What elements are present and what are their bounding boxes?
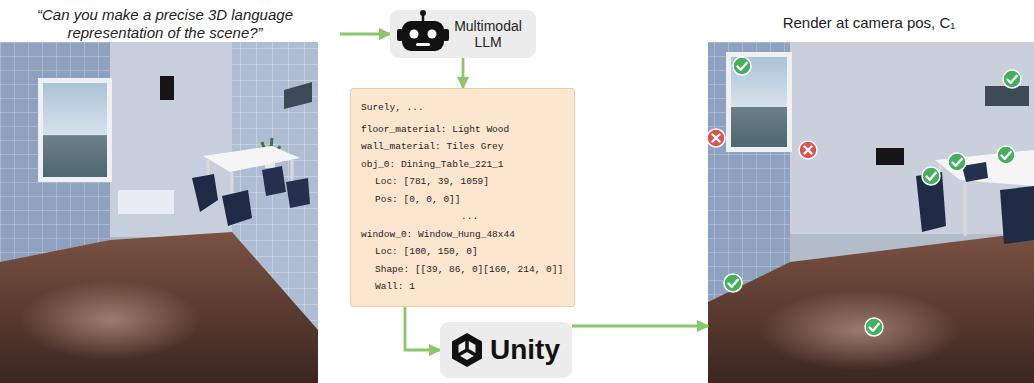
- scene-render: [0, 42, 318, 383]
- flow-arrow: [462, 58, 465, 88]
- check-mark: [865, 318, 883, 336]
- chair: [262, 166, 286, 196]
- table-top: [203, 146, 300, 172]
- chair: [286, 178, 310, 208]
- floor-reflection: [20, 280, 200, 360]
- floor: [708, 232, 1034, 383]
- cross-mark: [799, 141, 817, 159]
- code-line: Loc: [781, 39, 1059]: [361, 173, 564, 191]
- tv: [876, 148, 904, 165]
- floor: [0, 232, 318, 383]
- tiled-wall: [708, 42, 790, 302]
- unity-box: Unity: [440, 322, 572, 378]
- scene-image-panel: “Can you make a precise 3D language repr…: [0, 4, 340, 383]
- tv: [160, 76, 174, 100]
- table-top: [935, 150, 1034, 186]
- code-box: Surely, ... floor_material: Light Woodwal…: [350, 88, 575, 307]
- code-line: wall_material: Tiles Grey: [361, 138, 564, 156]
- check-mark: [948, 153, 966, 171]
- code-line: window_0: Window_Hung_48x44: [361, 226, 564, 244]
- window-frame: [726, 52, 792, 152]
- room-background: [708, 42, 1034, 383]
- check-mark: [724, 274, 742, 292]
- code-line: Surely, ...: [361, 99, 564, 117]
- llm-label: Multimodal LLM: [448, 18, 528, 50]
- code-line: ...: [361, 208, 564, 226]
- code-line: Wall: 1: [361, 278, 564, 296]
- tiled-wall: [0, 42, 110, 262]
- check-mark: [997, 146, 1015, 164]
- window-view: [43, 83, 107, 177]
- flow-arrow: [405, 307, 440, 350]
- back-wall: [110, 42, 232, 237]
- render-caption: Render at camera pos, C₁: [708, 4, 1030, 32]
- check-mark: [733, 57, 751, 75]
- code-line: floor_material: Light Wood: [361, 121, 564, 139]
- render-result: [708, 42, 1034, 383]
- floor-reflection: [760, 290, 960, 370]
- cabinet: [118, 190, 174, 214]
- chair: [1000, 186, 1034, 244]
- wall-picture: [284, 82, 312, 109]
- cross-mark: [707, 129, 725, 147]
- flow-arrow: [340, 33, 390, 36]
- llm-box: Multimodal LLM: [390, 10, 536, 58]
- chair: [222, 190, 252, 226]
- robot-icon: [397, 10, 449, 51]
- code-line: Shape: [[39, 86, 0][160, 214, 0]]: [361, 261, 564, 279]
- flow-arrow: [572, 325, 708, 328]
- unity-logo: [452, 333, 482, 367]
- code-line: Loc: [100, 150, 0]: [361, 243, 564, 261]
- check-marks: [707, 57, 1021, 336]
- window-frame: [38, 78, 112, 182]
- code-line: Pos: [0, 0, 0]]: [361, 191, 564, 209]
- render-image-panel: Render at camera pos, C₁: [708, 4, 1030, 383]
- unity-label: Unity: [490, 332, 560, 368]
- check-mark: [1003, 70, 1021, 88]
- room-background: [0, 42, 318, 383]
- chair: [192, 174, 218, 212]
- prompt-text: “Can you make a precise 3D language repr…: [0, 4, 330, 42]
- back-wall: [790, 42, 1034, 234]
- check-mark: [922, 167, 940, 185]
- code-line: obj_0: Dining_Table_221_1: [361, 156, 564, 174]
- window-view: [731, 57, 787, 147]
- wall-picture: [985, 86, 1029, 106]
